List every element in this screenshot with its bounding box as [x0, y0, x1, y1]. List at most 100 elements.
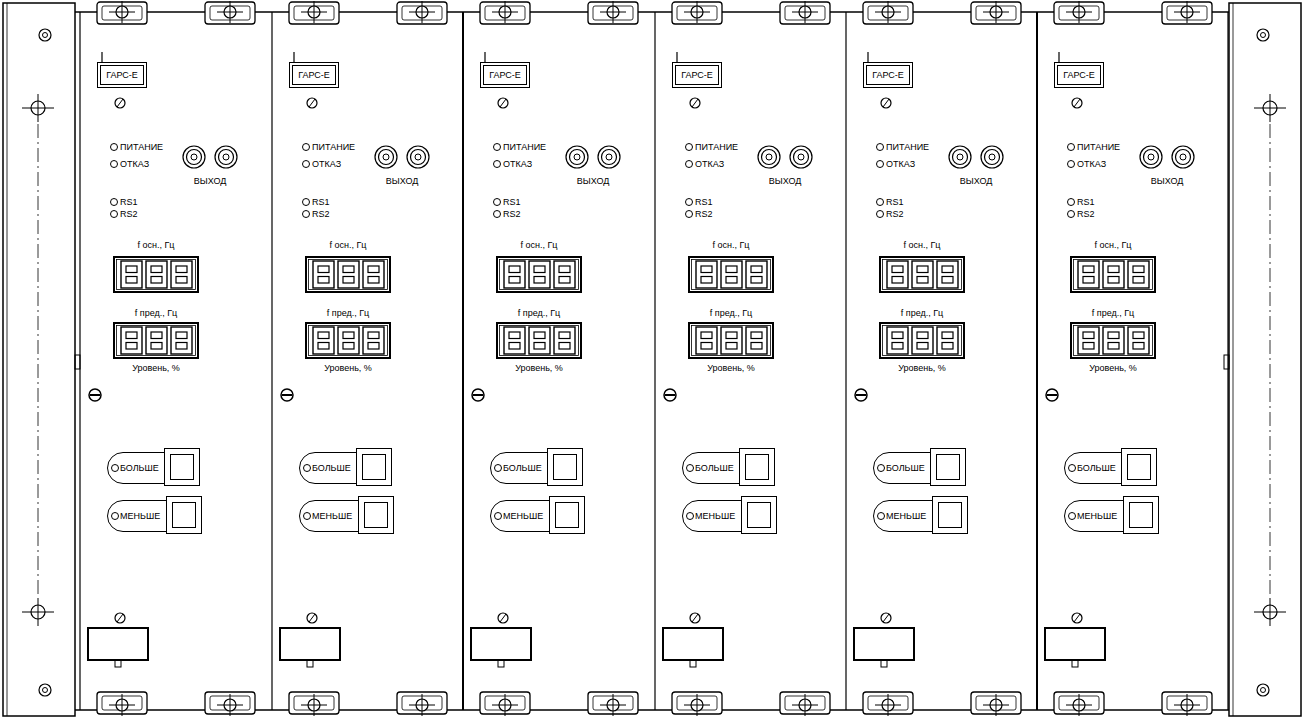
- button-key-face: [747, 502, 771, 528]
- segment-digit: [701, 266, 712, 273]
- handle: [280, 628, 340, 660]
- segment-digit: [887, 327, 908, 354]
- button-label: МЕНЬШЕ: [120, 510, 160, 522]
- panel-edge: [1036, 12, 1038, 710]
- screw: [498, 613, 508, 623]
- screw: [883, 99, 889, 107]
- segment-digit: [726, 332, 737, 339]
- segment-digit: [696, 327, 717, 354]
- button-key-face: [1127, 454, 1151, 480]
- segment-digit: [892, 277, 903, 284]
- push-button: МЕНЬШЕ: [682, 500, 777, 532]
- segment-digit: [887, 261, 908, 288]
- center-line: [38, 124, 39, 596]
- panel-label: ПИТАНИЕ: [1077, 141, 1120, 153]
- panel-label: Уровень, %: [515, 362, 563, 374]
- panel-label: RS2: [503, 208, 521, 220]
- panel-label: f осн., Гц: [520, 239, 557, 251]
- screw: [500, 614, 506, 622]
- panel-label: f осн., Гц: [329, 239, 366, 251]
- led: [494, 211, 501, 218]
- button-label: БОЛЬШЕ: [120, 462, 159, 474]
- button-led: [1068, 512, 1076, 520]
- bnc-connector: [957, 154, 963, 160]
- bnc-connector: [598, 146, 620, 168]
- seven-segment-display: [117, 326, 196, 356]
- screw: [500, 99, 506, 107]
- clamp-screw: [397, 2, 447, 24]
- panel-label: ОТКАЗ: [120, 158, 149, 170]
- seven-segment-display: [689, 323, 773, 358]
- panel-edge: [271, 12, 272, 710]
- led: [1068, 161, 1075, 168]
- panel-label: f осн., Гц: [137, 239, 174, 251]
- panel-label: RS1: [1077, 196, 1095, 208]
- button-led: [111, 464, 119, 472]
- handle-tab: [498, 660, 504, 667]
- adjust-trimmer: [664, 389, 676, 401]
- segment-digit: [146, 327, 167, 354]
- button-key: [1123, 496, 1159, 534]
- led: [494, 161, 501, 168]
- clamp-screw: [505, 694, 506, 716]
- screw: [690, 98, 700, 108]
- segment-digit: [121, 327, 142, 354]
- segment-digit: [318, 343, 329, 350]
- center-mark: [1270, 598, 1271, 626]
- button-label: БОЛЬШЕ: [312, 462, 351, 474]
- side-bracket: [3, 3, 75, 716]
- segment-digit: [1128, 327, 1149, 354]
- segment-digit: [1133, 343, 1144, 350]
- segment-digit: [151, 343, 162, 350]
- button-label: МЕНЬШЕ: [695, 510, 735, 522]
- segment-digit: [126, 266, 137, 273]
- clamp-screw: [805, 694, 806, 716]
- handle: [88, 628, 148, 660]
- segment-digit: [942, 343, 953, 350]
- seven-segment-display: [1071, 323, 1155, 358]
- bnc-connector: [1148, 154, 1154, 160]
- center-mark: [38, 94, 39, 122]
- segment-digit: [751, 266, 762, 273]
- led: [303, 199, 310, 206]
- module-name: ГАРС-Е: [294, 69, 334, 81]
- segment-digit: [892, 343, 903, 350]
- segment-digit: [318, 266, 329, 273]
- button-key: [164, 448, 200, 486]
- bracket-edge: [1233, 3, 1234, 716]
- segment-digit: [559, 277, 570, 284]
- push-button: МЕНЬШЕ: [490, 500, 585, 532]
- clamp-screw: [422, 1, 423, 23]
- bnc-connector: [981, 146, 1003, 168]
- segment-digit: [176, 332, 187, 339]
- segment-digit: [318, 277, 329, 284]
- segment-digit: [917, 277, 928, 284]
- button-key-face: [362, 454, 386, 480]
- button-led: [686, 464, 694, 472]
- screw: [307, 613, 317, 623]
- panel-label: RS2: [886, 208, 904, 220]
- led: [686, 161, 693, 168]
- panel-label: f пред., Гц: [518, 307, 560, 319]
- led: [686, 211, 693, 218]
- handle-tab: [881, 660, 887, 667]
- clamp-screw: [613, 1, 614, 23]
- screw: [115, 98, 125, 108]
- seven-segment-display: [497, 323, 581, 358]
- led: [111, 211, 118, 218]
- panel-label: RS2: [120, 208, 138, 220]
- led: [111, 199, 118, 206]
- screw: [881, 613, 891, 623]
- segment-digit: [751, 343, 762, 350]
- button-led: [1068, 464, 1076, 472]
- clamp-screw: [480, 2, 530, 24]
- led: [686, 199, 693, 206]
- tag-stub: [1058, 52, 1059, 62]
- handle: [854, 628, 914, 660]
- bnc-connector: [566, 146, 588, 168]
- screw: [881, 98, 891, 108]
- segment-digit: [338, 261, 359, 288]
- clamp-screw: [230, 1, 231, 23]
- bnc-connector: [183, 146, 205, 168]
